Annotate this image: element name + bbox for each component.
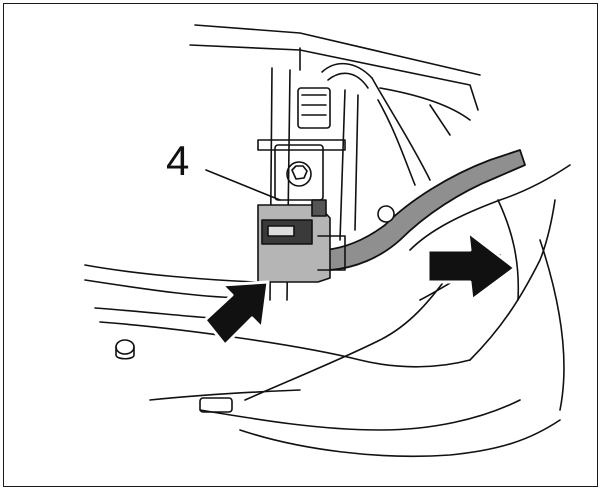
trim-clip	[199, 397, 233, 413]
screw-icon	[115, 339, 135, 360]
wiring-upper	[297, 62, 431, 186]
bolt-icon	[286, 161, 312, 187]
wiring-harness	[324, 149, 526, 271]
push-arrow-icon	[203, 280, 270, 347]
upper-panel	[189, 24, 481, 136]
connector	[257, 199, 346, 283]
callout-label: 4	[166, 137, 190, 184]
lower-trim	[84, 164, 571, 458]
harness-clip	[377, 205, 395, 223]
callout-leader-line	[205, 169, 281, 201]
pull-arrow-icon	[426, 230, 517, 302]
